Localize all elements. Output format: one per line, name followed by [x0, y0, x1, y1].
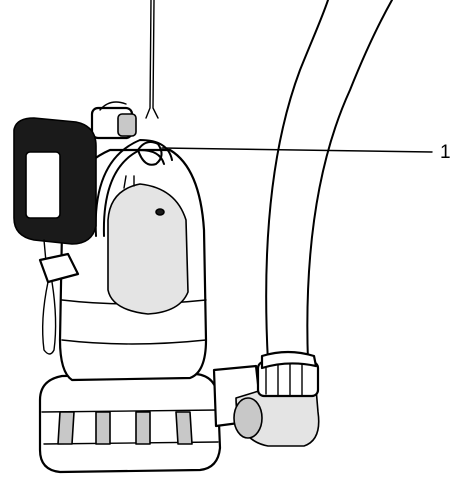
- float-switch: [13, 117, 97, 355]
- pump-base: [38, 372, 222, 474]
- callout-number-1: 1: [440, 142, 451, 163]
- suspension-rope: [145, 0, 159, 119]
- cable-connectors: [90, 101, 137, 140]
- hose: [265, 0, 393, 363]
- callout-leader-line: [161, 147, 433, 153]
- callout-1: 1: [161, 142, 451, 163]
- outlet-connector: [212, 350, 320, 447]
